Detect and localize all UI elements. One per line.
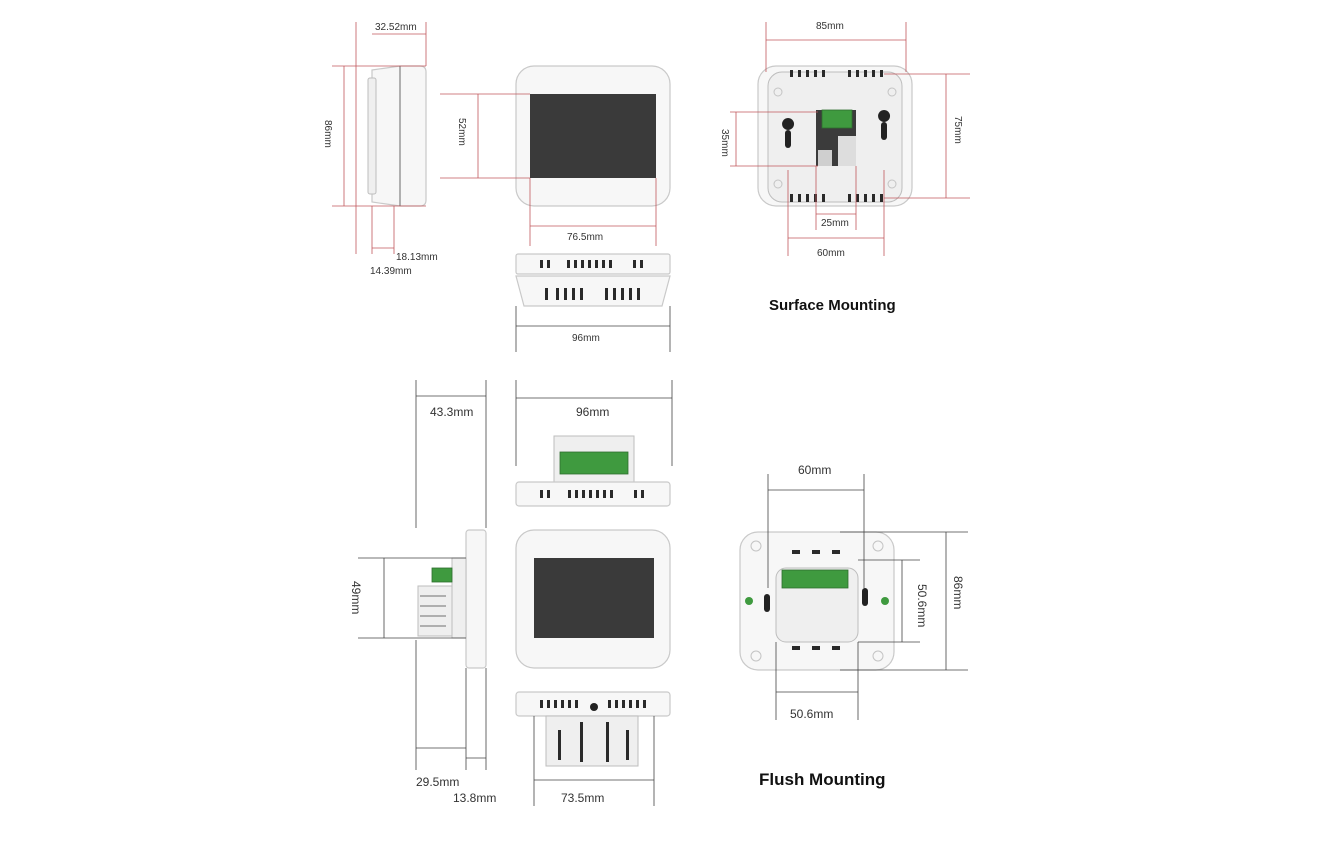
dim-front-screen-w: 76.5mm xyxy=(567,232,603,243)
flush-side-view: 49mm 29.5mm 13.8mm xyxy=(349,529,496,805)
section-title-flush: Flush Mounting xyxy=(759,770,886,789)
flush-front-view xyxy=(515,529,671,669)
dim-flush-base-a: 29.5mm xyxy=(416,775,459,789)
dim-back-window: 25mm xyxy=(821,218,849,229)
dim-flush-base-b: 13.8mm xyxy=(453,791,496,805)
dim-flush-back-box-w: 50.6mm xyxy=(790,707,833,721)
dim-side-base-b: 14.39mm xyxy=(370,266,412,277)
dim-flush-bottom-width: 73.5mm xyxy=(561,791,604,805)
dim-flush-side-height: 49mm xyxy=(349,581,363,614)
flush-bottom-view: 73.5mm xyxy=(515,691,671,806)
section-title-surface: Surface Mounting xyxy=(769,297,896,314)
dim-flush-back-box-h: 50.6mm xyxy=(915,584,929,627)
dim-back-holes-h: 60mm xyxy=(817,248,845,259)
dim-side-base-a: 18.13mm xyxy=(396,252,438,263)
surface-front-view: 52mm 76.5mm xyxy=(440,65,671,246)
screen xyxy=(530,94,656,178)
dim-flush-back-top-w: 60mm xyxy=(798,463,831,477)
dim-back-height: 75mm xyxy=(952,116,963,144)
dim-side-height: 86mm xyxy=(322,120,333,148)
dim-side-depth: 32.52mm xyxy=(375,22,417,33)
screen xyxy=(534,558,654,638)
surface-top-view: 96mm xyxy=(515,253,671,352)
flush-back-view: 60mm 86mm 50.6mm 50.6mm xyxy=(739,463,968,721)
surface-side-view: 32.52mm 86mm 18.13mm 14.39mm xyxy=(322,22,438,277)
dim-flush-top-width: 96mm xyxy=(576,405,609,419)
dim-front-screen-h: 52mm xyxy=(456,118,467,146)
dim-back-width: 85mm xyxy=(816,21,844,32)
dim-flush-side-depth: 43.3mm xyxy=(430,405,473,419)
dim-back-hole-v: 35mm xyxy=(719,129,730,157)
flush-top-view: 43.3mm 96mm xyxy=(415,380,673,528)
surface-back-view: 85mm 75mm 35mm 25mm 60mm xyxy=(719,21,970,259)
dim-flush-back-height: 86mm xyxy=(951,576,965,609)
dim-top-width: 96mm xyxy=(572,333,600,344)
